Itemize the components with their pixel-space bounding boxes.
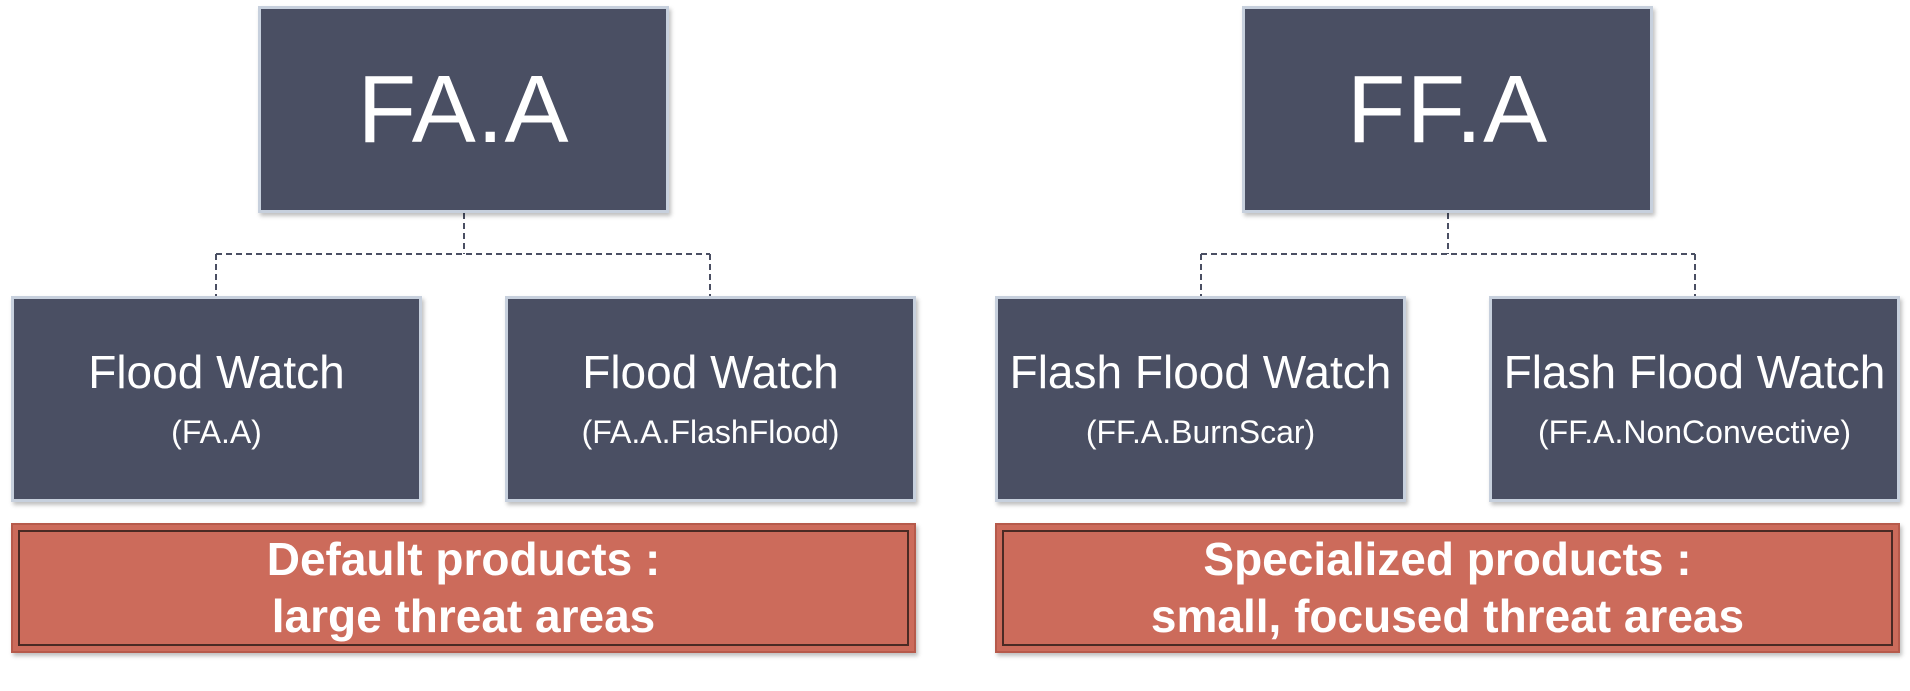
banner-line-1: Specialized products : [1203,532,1692,585]
child-node-name: Flash Flood Watch [1503,345,1886,398]
banner-line-2: small, focused threat areas [1150,590,1745,642]
banner-line-1: Default products : [266,532,661,585]
child-node-code: (FF.A.BurnScar) [1085,414,1316,451]
child-node-code: (FA.A) [171,414,262,451]
child-node-name: Flood Watch [582,345,839,398]
root-node-ff-a: FF.A [1242,6,1653,213]
child-node-name: Flash Flood Watch [1009,345,1392,398]
root-node-label: FA.A [357,55,570,163]
banner-text: Default products : large threat areas [18,530,909,646]
child-node-flood-watch-flashflood: Flood Watch (FA.A.FlashFlood) [505,296,916,502]
child-node-name: Flood Watch [88,345,345,398]
child-node-flash-flood-watch-nonconvective: Flash Flood Watch (FF.A.NonConvective) [1489,296,1900,502]
child-node-code: (FA.A.FlashFlood) [581,414,840,451]
child-node-flood-watch-fa-a: Flood Watch (FA.A) [11,296,422,502]
banner-line-2: large threat areas [271,590,656,642]
specialized-products-banner: Specialized products : small, focused th… [995,523,1900,653]
default-products-banner: Default products : large threat areas [11,523,916,653]
child-node-code: (FF.A.NonConvective) [1538,414,1851,451]
root-node-label: FF.A [1346,55,1549,163]
root-node-fa-a: FA.A [258,6,669,213]
banner-text: Specialized products : small, focused th… [1002,530,1893,646]
child-node-flash-flood-watch-burnscar: Flash Flood Watch (FF.A.BurnScar) [995,296,1406,502]
